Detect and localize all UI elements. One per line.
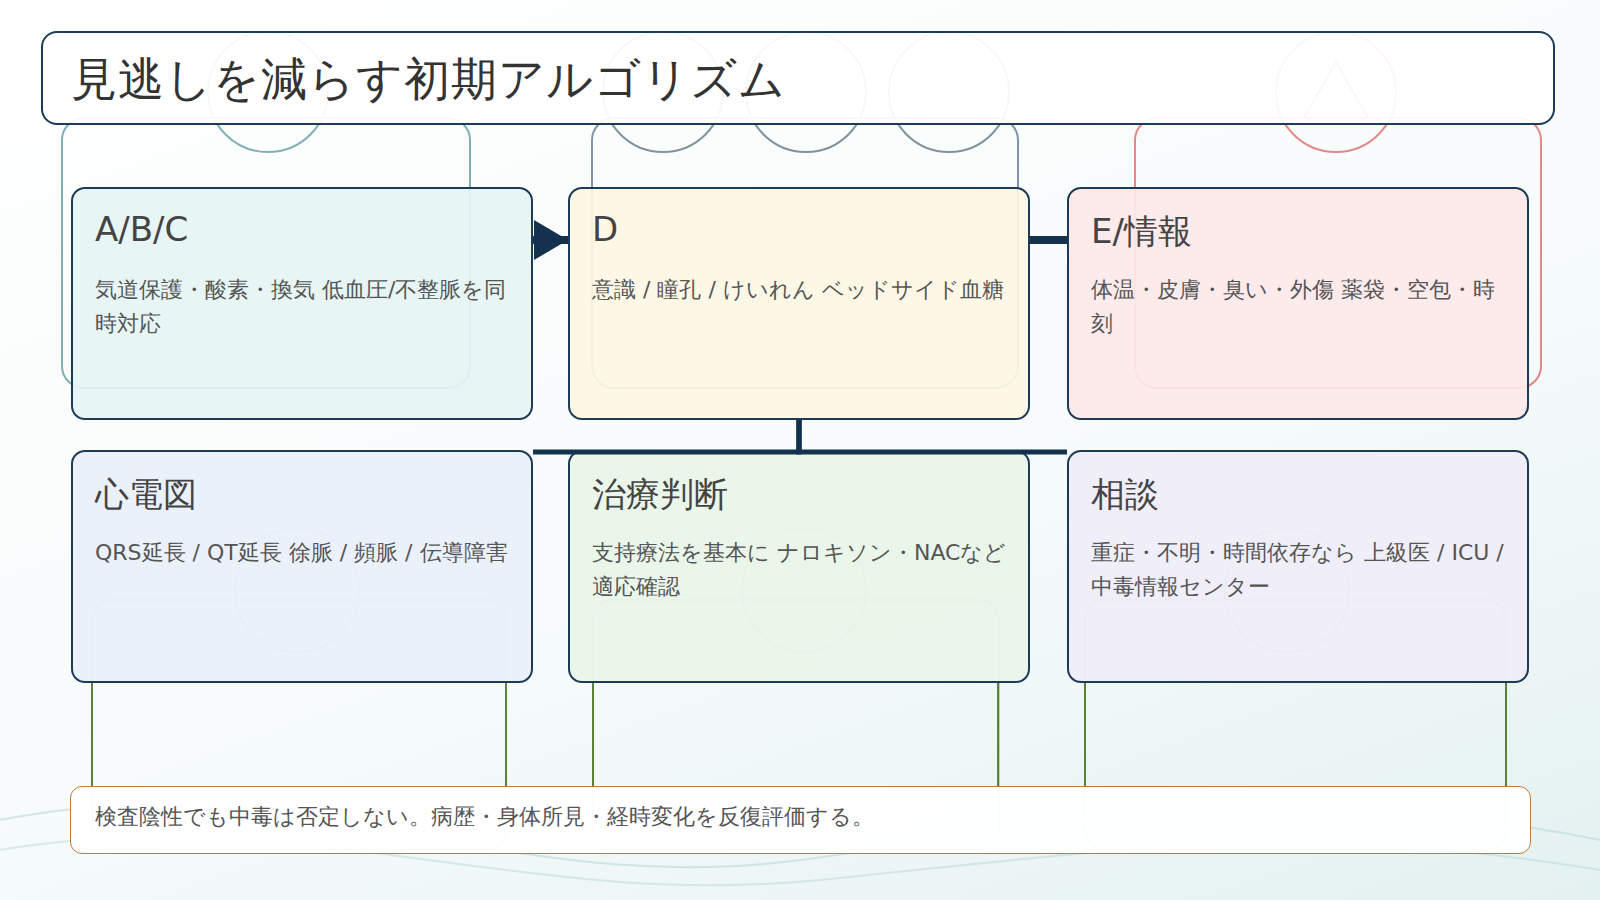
box-heading: 心電図: [95, 472, 197, 518]
flow-connector: [1030, 236, 1067, 244]
box-heading: E/情報: [1091, 209, 1192, 255]
step-box: 治療判断支持療法を基本に ナロキソン・NACなど適応確認: [568, 450, 1030, 683]
frame-line: [1505, 682, 1507, 788]
step-box: 心電図 QRS延長 / QT延長 徐脈 / 頻脈 / 伝導障害: [71, 450, 533, 683]
frame-line: [91, 682, 93, 788]
box-body: 気道保護・酸素・換気 低血圧/不整脈を同時対応: [95, 273, 517, 341]
flow-connector: [533, 420, 799, 452]
box-body: 体温・皮膚・臭い・外傷 薬袋・空包・時刻: [1091, 273, 1513, 341]
box-body: QRS延長 / QT延長 徐脈 / 頻脈 / 伝導障害: [95, 536, 517, 570]
step-box: A/B/C 気道保護・酸素・換気 低血圧/不整脈を同時対応: [71, 187, 533, 420]
frame-line: [592, 682, 594, 788]
step-box: D 意識 / 瞳孔 / けいれん ベッドサイド血糖: [568, 187, 1030, 420]
frame-line: [997, 682, 999, 788]
box-heading: D: [592, 209, 618, 249]
flow-connector: [533, 236, 568, 244]
box-body: 重症・不明・時間依存なら 上級医 / ICU / 中毒情報センター: [1091, 536, 1513, 604]
frame-line: [1084, 682, 1086, 788]
box-heading: 相談: [1091, 472, 1159, 518]
box-heading: A/B/C: [95, 209, 188, 249]
title-text: 見逃しを減らす初期アルゴリズム: [71, 49, 786, 111]
frame-line: [505, 682, 507, 788]
box-heading: 治療判断: [592, 472, 728, 518]
title-box: 見逃しを減らす初期アルゴリズム: [41, 31, 1555, 125]
note-box: 検査陰性でも中毒は否定しない。病歴・身体所見・経時変化を反復評価する。: [70, 786, 1531, 854]
flow-connector: [799, 420, 1067, 452]
step-box: E/情報体温・皮膚・臭い・外傷 薬袋・空包・時刻: [1067, 187, 1529, 420]
box-body: 意識 / 瞳孔 / けいれん ベッドサイド血糖: [592, 273, 1014, 307]
flow-connector: [797, 420, 802, 450]
step-box: 相談重症・不明・時間依存なら 上級医 / ICU / 中毒情報センター: [1067, 450, 1529, 683]
box-body: 検査陰性でも中毒は否定しない。病歴・身体所見・経時変化を反復評価する。: [95, 801, 1516, 833]
box-body: 支持療法を基本に ナロキソン・NACなど適応確認: [592, 536, 1014, 604]
